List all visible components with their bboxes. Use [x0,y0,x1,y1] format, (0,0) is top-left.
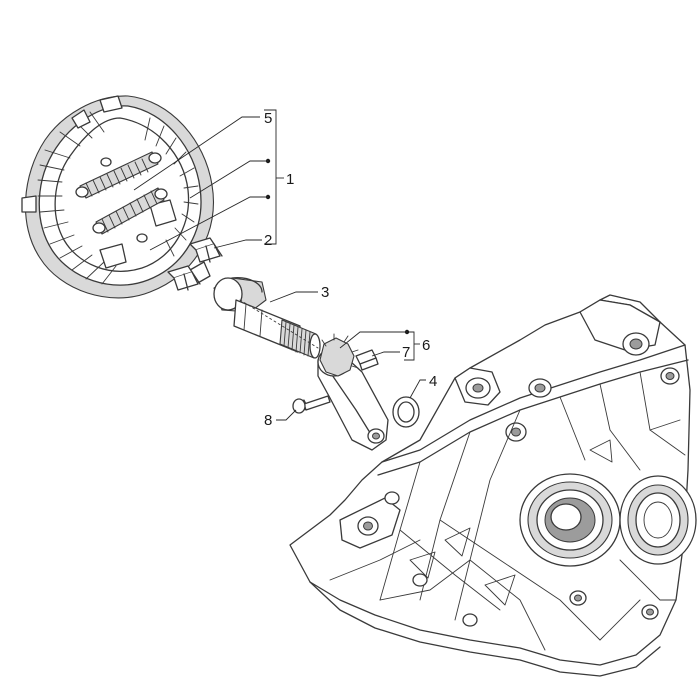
o-ring-seal [392,396,420,428]
callout-5: 5 [264,110,272,127]
callout-1: 1 [286,171,294,188]
brake-cam-shaft [213,277,321,359]
lower-spring-icon [92,187,168,235]
callout-8: 8 [264,412,272,429]
lever-bolt [292,395,331,414]
callout-4: 4 [429,373,437,390]
spring-clip-upper [189,237,223,263]
spring-clip-lower [167,265,201,291]
callout-3: 3 [321,284,329,301]
callout-2: 2 [264,232,272,249]
crankcase-housing [289,294,697,677]
brake-lever [317,333,389,451]
callout-7: 7 [402,344,410,361]
leader-lines [133,109,426,421]
brake-shoes-assembly [21,95,214,299]
upper-spring-icon [75,151,162,199]
wear-indicator-plate [355,349,379,371]
callout-6: 6 [422,337,430,354]
